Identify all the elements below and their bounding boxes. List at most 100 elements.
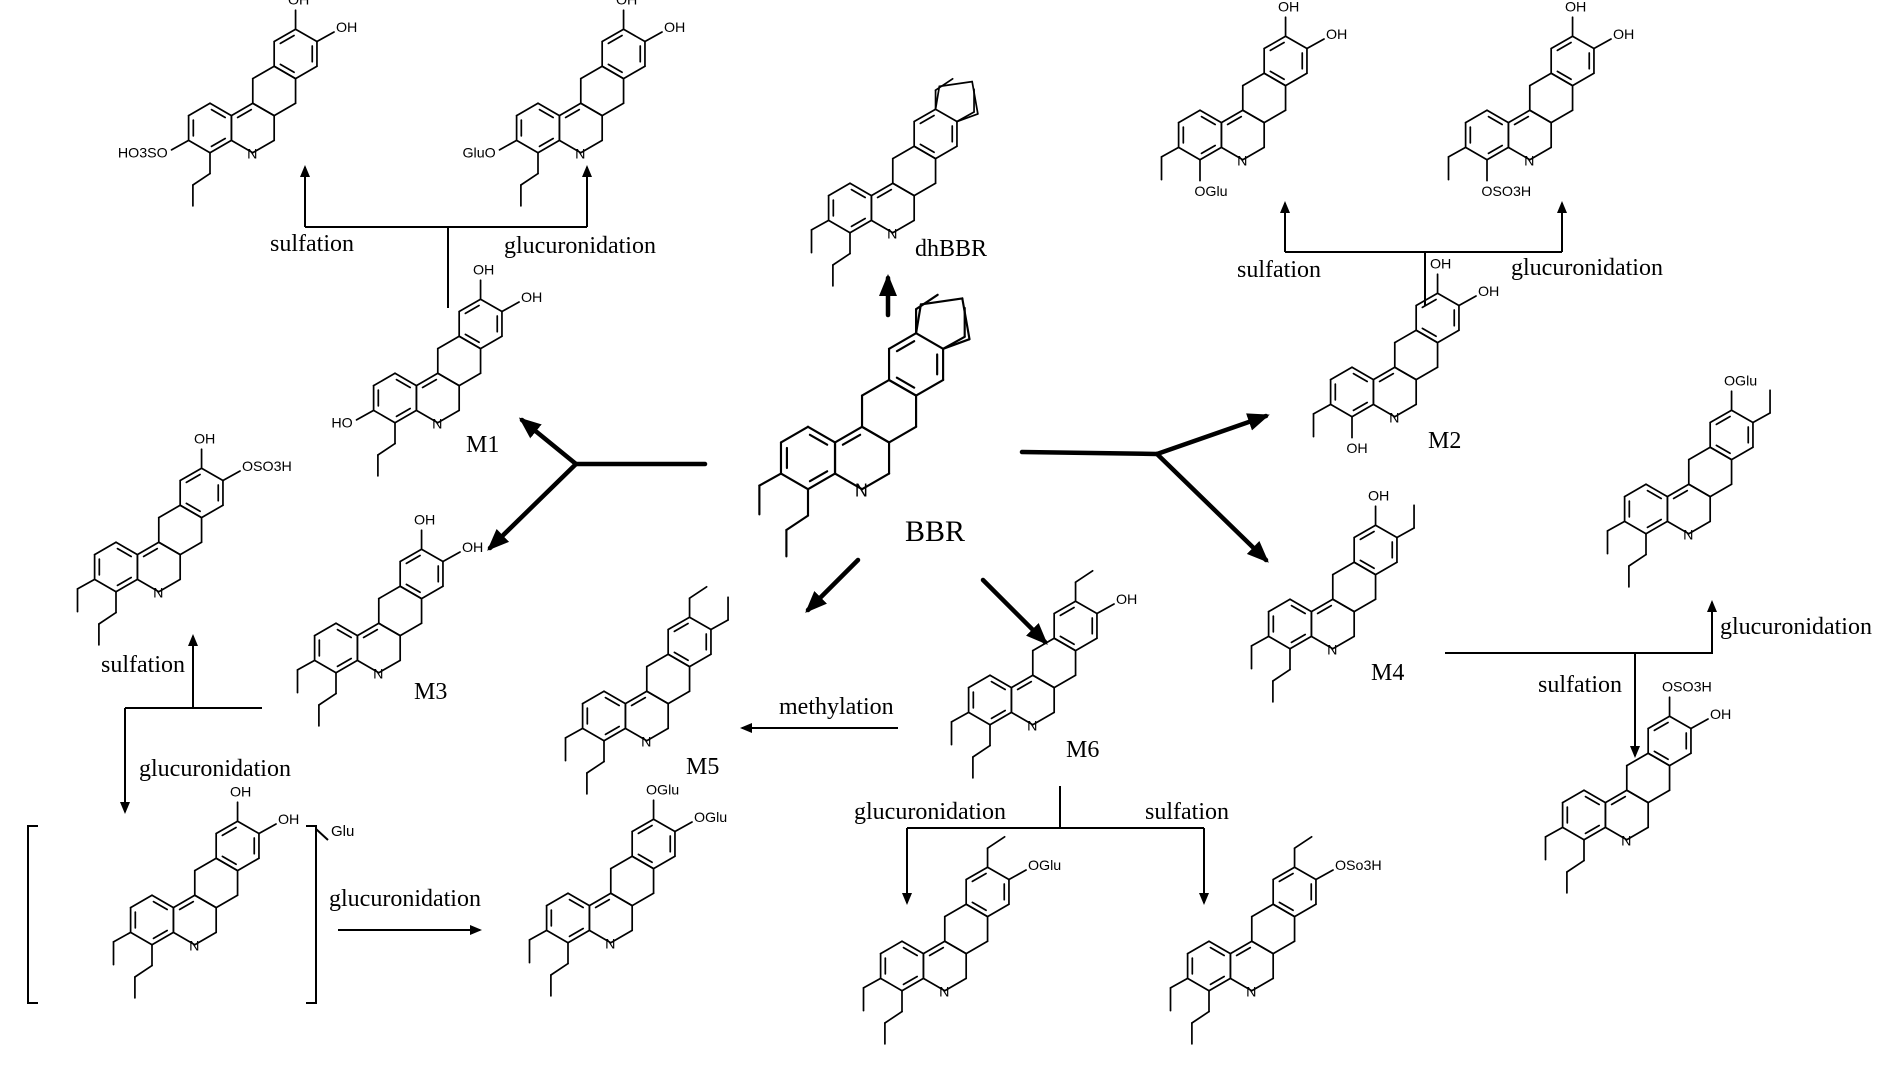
m3-sulfate-structure-sub-d1: OH xyxy=(194,432,215,448)
reaction-arrows xyxy=(27,165,1717,1004)
m5-structure-n-atom: N xyxy=(641,734,651,750)
m1-glucuronidation-label: glucuronidation xyxy=(504,233,656,259)
m2-sulfate-structure-sub-a2: OSO3H xyxy=(1481,184,1531,200)
m1-sulfate-structure-sub-d2: OH xyxy=(336,20,357,36)
m3-diglucuronide-intermediate-sub-d1: OH xyxy=(230,785,251,801)
m2-sulfate-structure-sub-d1: OH xyxy=(1565,0,1586,16)
bbr-to-m6-arrow xyxy=(980,577,1048,645)
m1-label: M1 xyxy=(466,432,499,458)
m4-sulfate-structure: N OSO3H OH xyxy=(1544,680,1731,894)
m2-sulfate-structure-sub-d2: OH xyxy=(1613,27,1634,43)
m2-glucuronide-structure-sub-d1: OH xyxy=(1278,0,1299,16)
m6-sulfate-structure-n-atom: N xyxy=(1246,984,1256,1000)
m3-diglucuronide-structure-sub-d2: OGlu xyxy=(694,810,727,826)
m3-label: M3 xyxy=(414,679,447,705)
m3-structure-sub-d1: OH xyxy=(414,513,435,529)
bbr-to-m2-arrow xyxy=(1154,413,1270,457)
m2-glucuronide-structure-sub-d2: OH xyxy=(1326,27,1347,43)
m2-sulfation-label: sulfation xyxy=(1237,257,1321,283)
m3-glucuronidation-label: glucuronidation xyxy=(139,756,291,782)
m1-glucuronide-structure-sub-d2: OH xyxy=(664,20,685,36)
m2-structure-n-atom: N xyxy=(1389,410,1399,426)
m6-sulfate-structure-sub-d2: OSo3H xyxy=(1335,858,1382,874)
m1-structure-sub-d2: OH xyxy=(521,290,542,306)
m2-glucuronide-structure-sub-a2: OGlu xyxy=(1194,184,1227,200)
bbr-to-m4-arrow xyxy=(1154,451,1269,563)
m1-glucuronide-structure-sub-a1: GluO xyxy=(462,145,495,161)
bbr-right-stem xyxy=(1019,449,1160,457)
bracket-glu-tick xyxy=(315,828,329,841)
dhbbr-structure-n-atom: N xyxy=(887,226,897,242)
m6-glucuronidation-label: glucuronidation xyxy=(854,799,1006,825)
m1-structure: N HO OH OH xyxy=(331,263,542,477)
m2-structure: N OH OH OH xyxy=(1312,257,1499,457)
dhbbr-structure: N xyxy=(810,77,975,287)
m6-sulfation-label: sulfation xyxy=(1145,799,1229,825)
m2-structure-sub-d1: OH xyxy=(1430,257,1451,273)
bbr-to-m5-arrow xyxy=(805,557,861,613)
bbr-to-m1-arrow xyxy=(518,417,579,467)
m6-structure: N OH xyxy=(950,569,1137,779)
dhbbr-dioxole xyxy=(934,80,979,123)
m1-structure-sub-a1: HO xyxy=(331,415,352,431)
bbr-dioxole xyxy=(914,297,971,350)
m2-structure-sub-a2: OH xyxy=(1346,441,1367,457)
m6-sulfate-structure: N OSo3H xyxy=(1169,835,1382,1045)
m4-structure-sub-d1: OH xyxy=(1368,489,1389,505)
m3-structure: N OH OH xyxy=(296,513,483,727)
m3-sulfation-label: sulfation xyxy=(101,652,185,678)
m1-glucuronide-structure-sub-d1: OH xyxy=(616,0,637,9)
m3-diglucuronide-intermediate-sub-d2: OH xyxy=(278,812,299,828)
m4-sulfate-structure-sub-d1: OSO3H xyxy=(1662,680,1712,696)
m4-glucuronidation-arrow xyxy=(1445,600,1717,654)
m4-glucuronide-structure: N OGlu xyxy=(1606,374,1771,588)
bracket-glu-label: Glu xyxy=(331,823,354,840)
bracket-right xyxy=(306,825,317,1004)
m4-structure-n-atom: N xyxy=(1327,642,1337,658)
bbr-structure-n-atom: N xyxy=(855,480,868,500)
m3-diglucuronide-structure-sub-d1: OGlu xyxy=(646,783,679,799)
m2-glucuronide-structure-n-atom: N xyxy=(1237,153,1247,169)
m4-sulfate-structure-n-atom: N xyxy=(1621,833,1631,849)
m2-glucuronide-structure: N OGlu OH OH xyxy=(1160,0,1347,200)
m2-structure-sub-d2: OH xyxy=(1478,284,1499,300)
bracket-left xyxy=(27,825,38,1004)
bbr-to-m3-arrow xyxy=(487,461,579,551)
m6-structure-n-atom: N xyxy=(1027,718,1037,734)
m1-sulfate-structure-sub-d1: OH xyxy=(288,0,309,9)
m3-sulfate-structure-n-atom: N xyxy=(153,585,163,601)
m4-sulfate-structure-sub-d2: OH xyxy=(1710,707,1731,723)
m3-structure-n-atom: N xyxy=(373,666,383,682)
m3-diglucuronide-intermediate-n-atom: N xyxy=(189,938,199,954)
m2-sulfate-structure-n-atom: N xyxy=(1524,153,1534,169)
m1-structure-n-atom: N xyxy=(432,416,442,432)
m6-label: M6 xyxy=(1066,737,1099,763)
m3-sulfate-structure: N OH OSO3H xyxy=(76,432,292,646)
bbr-label: BBR xyxy=(905,515,965,548)
m2-label: M2 xyxy=(1428,428,1461,454)
m2-sulfate-structure: N OSO3H OH OH xyxy=(1447,0,1634,200)
m4-glucuronide-structure-n-atom: N xyxy=(1683,527,1693,543)
m2-glucuronidation-label: glucuronidation xyxy=(1511,255,1663,281)
m1-sulfation-label: sulfation xyxy=(270,231,354,257)
m3-sulfate-structure-sub-d2: OSO3H xyxy=(242,459,292,475)
m4-structure: N OH xyxy=(1250,489,1415,703)
m4-sulfation-label: sulfation xyxy=(1538,672,1622,698)
m6-structure-sub-d2: OH xyxy=(1116,592,1137,608)
text-labels: BBR dhBBR M1 M2 M3 M4 M5 M6 sulfation gl… xyxy=(101,231,1872,912)
m6-glucuronide-structure-n-atom: N xyxy=(939,984,949,1000)
m3-diglucuronide-structure-n-atom: N xyxy=(605,936,615,952)
m4-glucuronide-structure-sub-d1: OGlu xyxy=(1724,374,1757,390)
dhbbr-label: dhBBR xyxy=(915,236,987,262)
m5-label: M5 xyxy=(686,754,719,780)
m1-structure-sub-d1: OH xyxy=(473,263,494,279)
m1-sulfate-structure-sub-a1: HO3SO xyxy=(118,145,168,161)
m3-structure-sub-d2: OH xyxy=(462,540,483,556)
methylation-label: methylation xyxy=(779,694,894,720)
